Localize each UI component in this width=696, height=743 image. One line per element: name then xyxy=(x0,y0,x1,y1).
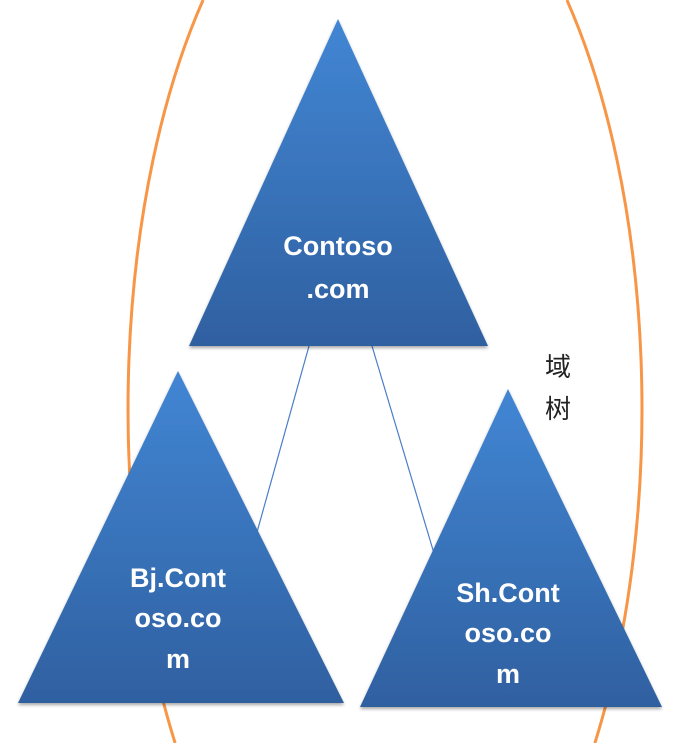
node-sh-line-2: oso.co xyxy=(464,618,551,648)
group-label-char-2: 树 xyxy=(545,395,571,425)
node-bj: Bj.Cont oso.co m xyxy=(18,371,344,703)
edge-root-bj xyxy=(251,345,310,551)
node-root: Contoso .com xyxy=(189,19,488,346)
node-root-line-1: Contoso xyxy=(283,231,392,261)
node-bj-line-2: oso.co xyxy=(134,603,221,633)
triangle-root xyxy=(189,19,488,346)
node-bj-line-3: m xyxy=(166,644,190,674)
node-sh-line-1: Sh.Cont xyxy=(456,578,559,608)
triangle-sh xyxy=(360,389,662,707)
node-sh: Sh.Cont oso.co m xyxy=(360,389,662,707)
node-sh-line-3: m xyxy=(496,659,520,689)
node-bj-line-1: Bj.Cont xyxy=(130,563,226,593)
node-root-line-2: .com xyxy=(306,274,369,304)
group-label-char-1: 域 xyxy=(545,353,571,383)
triangle-bj xyxy=(18,371,344,703)
edge-root-sh xyxy=(371,345,437,561)
